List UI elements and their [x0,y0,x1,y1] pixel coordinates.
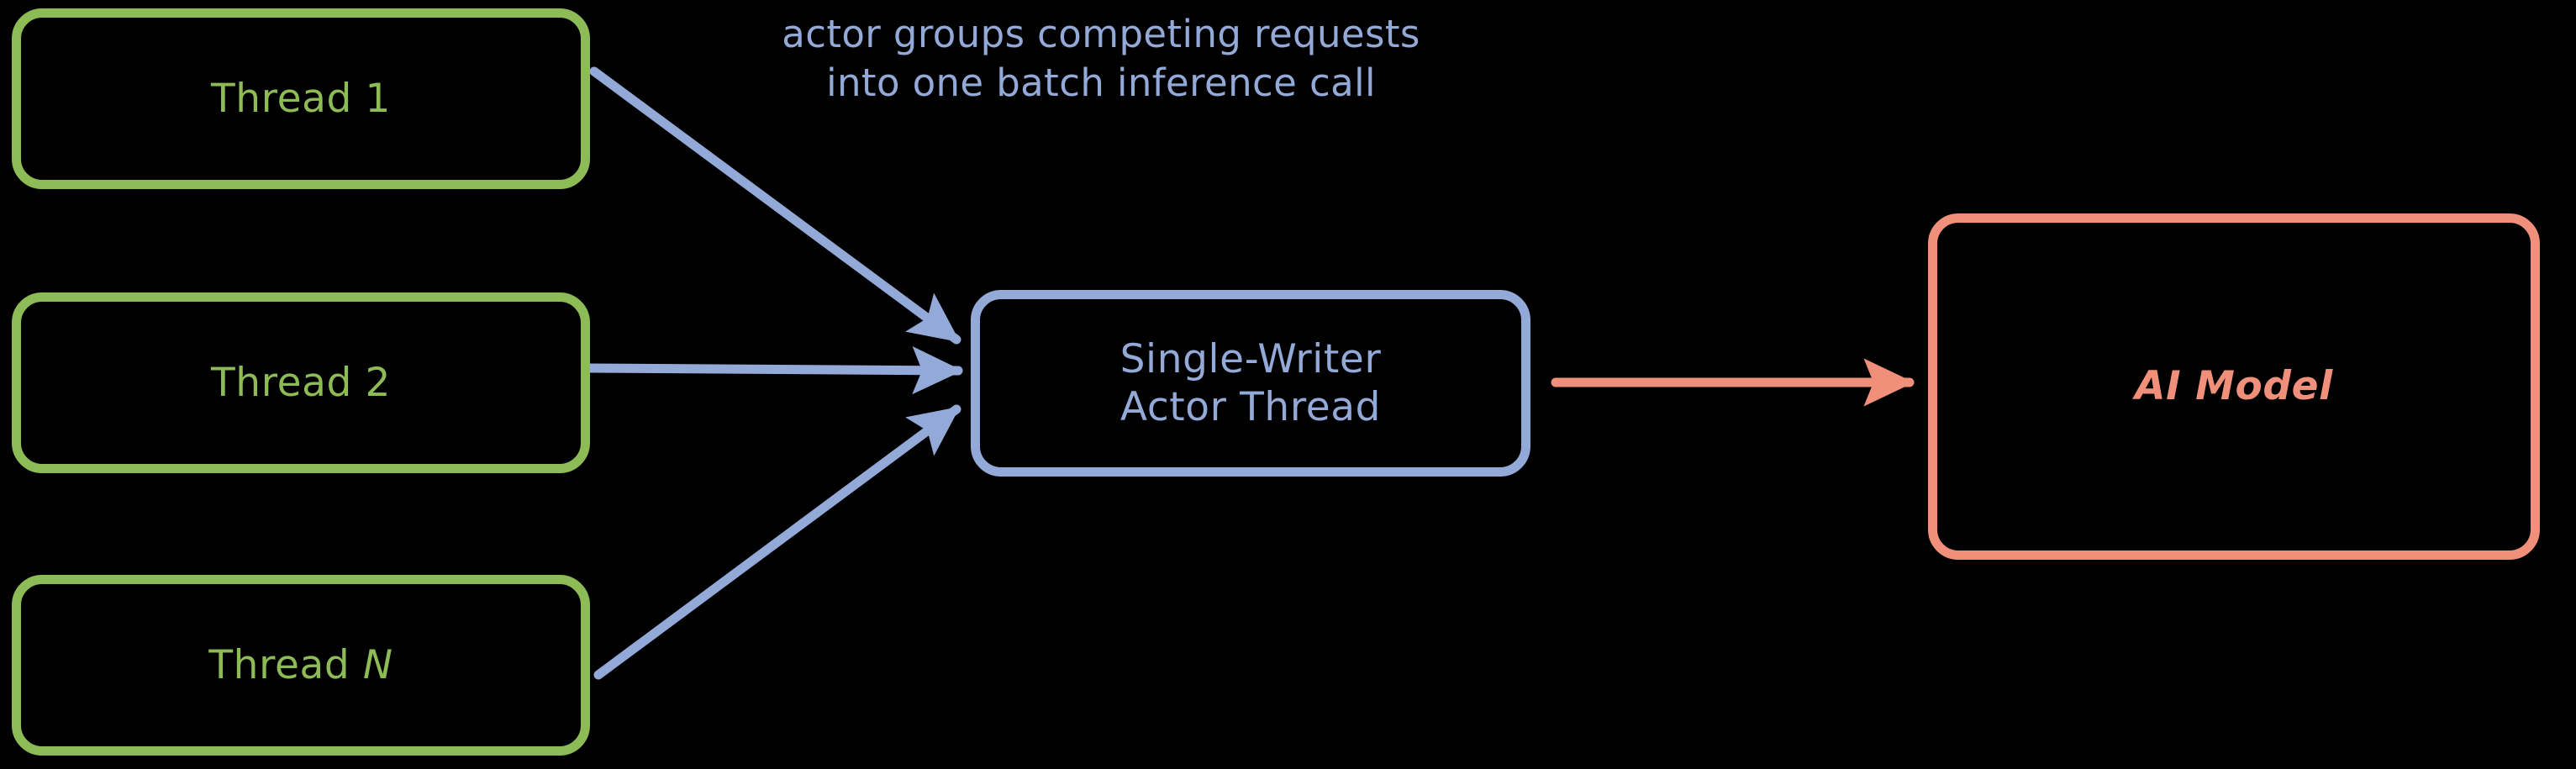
node-actor-thread[interactable]: Single-Writer Actor Thread [971,290,1530,477]
node-ai-model-label: AI Model [2135,363,2333,410]
node-thread-2-label: Thread 2 [211,359,391,406]
node-actor-thread-label: Single-Writer Actor Thread [1119,335,1382,430]
node-thread-1-label: Thread 1 [211,75,391,122]
node-thread-2[interactable]: Thread 2 [12,292,590,473]
node-thread-n-label: Thread N [208,641,392,689]
node-thread-n[interactable]: Thread N [12,575,590,756]
node-thread-1[interactable]: Thread 1 [12,8,590,189]
edge-threadn-actor [593,404,961,680]
node-thread-n-label-index: N [362,641,393,688]
edge-thread1-actor [589,66,961,345]
node-ai-model[interactable]: AI Model [1928,213,2540,560]
edge-thread2-actor [585,345,963,395]
annotation-batching-note: actor groups competing requests into one… [782,12,1420,105]
node-thread-n-label-prefix: Thread [208,641,363,688]
